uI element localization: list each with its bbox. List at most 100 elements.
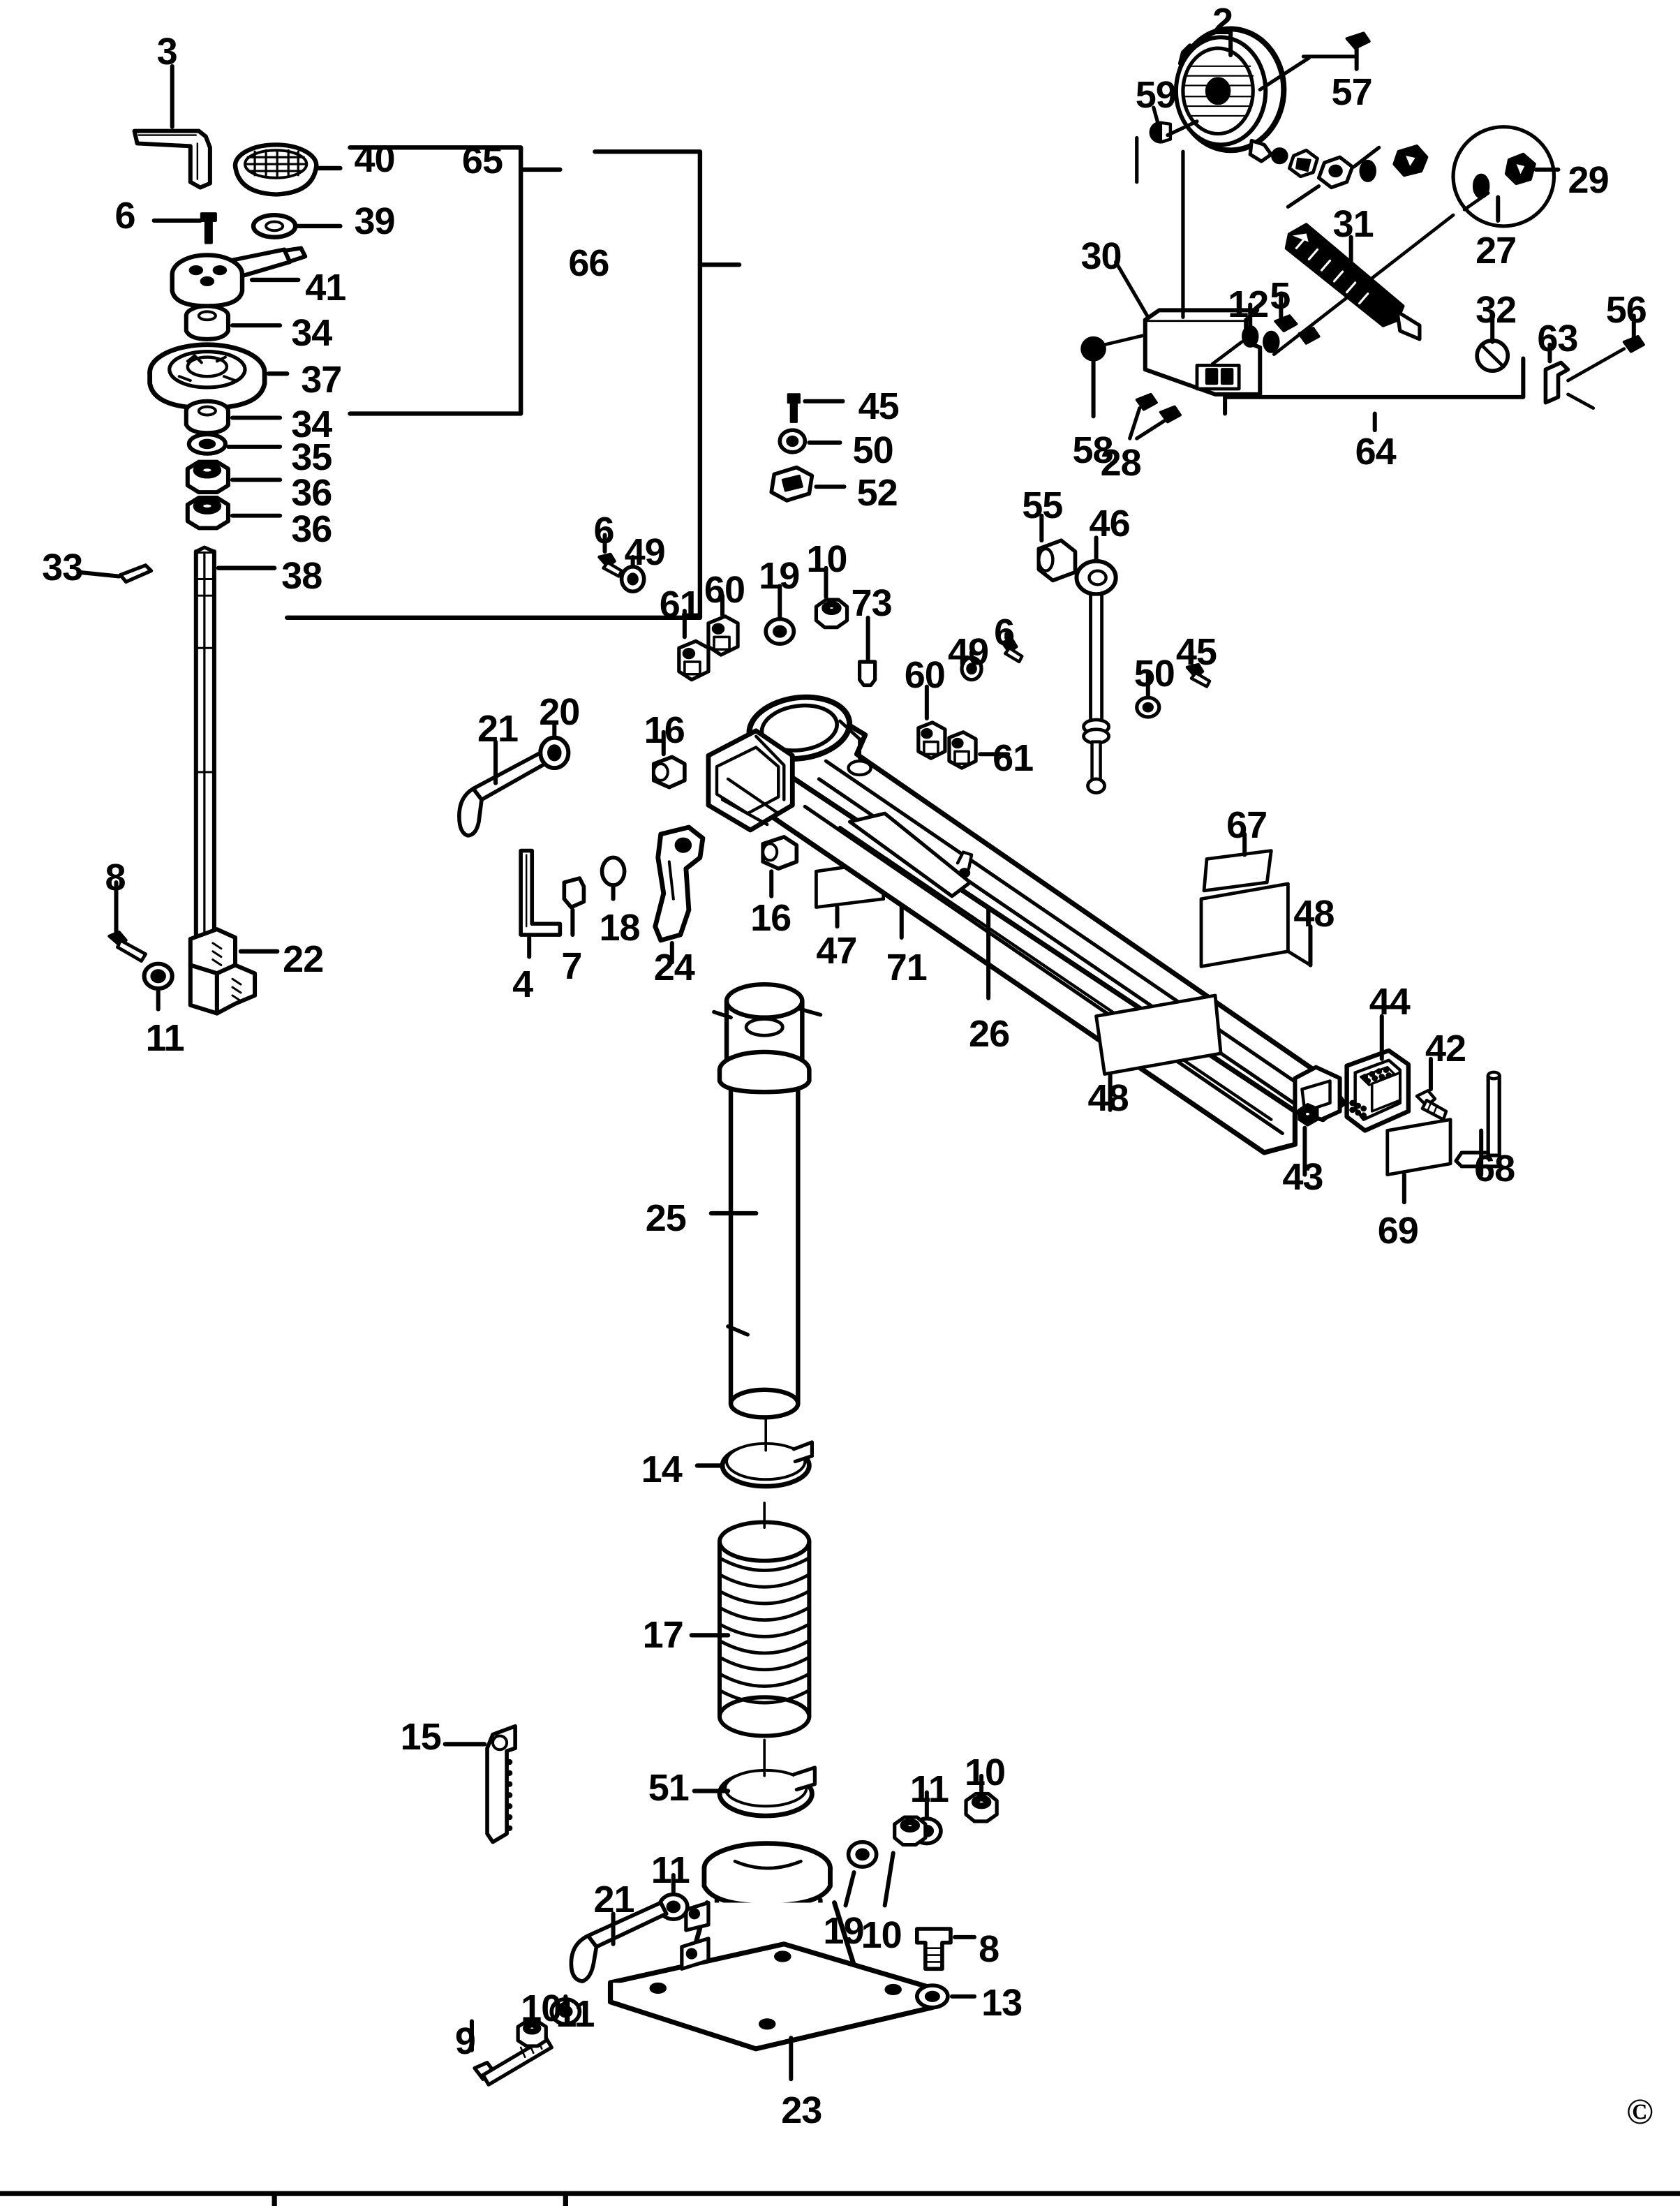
callout-55: 55 [1022, 484, 1063, 527]
callout-16: 16 [750, 896, 791, 939]
part-40-knob-cap [232, 142, 319, 197]
bracket-66 [284, 149, 742, 620]
part-36-nut-lower [185, 496, 230, 531]
part-27-29-detail-circle [1451, 125, 1556, 228]
callout-66: 66 [568, 242, 609, 284]
callout-31: 31 [1332, 203, 1374, 246]
part-55-spacer [1036, 538, 1078, 583]
callout-18: 18 [599, 906, 640, 949]
callout-46: 46 [1089, 502, 1131, 545]
callout-45: 45 [858, 385, 900, 427]
callout-5: 5 [1270, 274, 1291, 317]
callout-49: 49 [947, 630, 989, 673]
callout-58: 58 [1072, 429, 1113, 472]
part-50-washer-a [778, 428, 808, 454]
part-16-bushing-a [651, 755, 687, 790]
callout-28: 28 [1100, 441, 1142, 484]
bracket-64 [1223, 356, 1526, 433]
callout-6: 6 [994, 611, 1015, 653]
callout-61: 61 [993, 736, 1034, 779]
callout-2: 2 [1212, 0, 1233, 43]
callout-19: 19 [823, 1910, 864, 1953]
part-45-screw-a [787, 393, 801, 423]
callout-50: 50 [1133, 653, 1175, 695]
part-58-washer [1080, 336, 1106, 362]
part-2-motor-pulley [1173, 26, 1355, 190]
callout-7: 7 [561, 945, 582, 987]
part-25-column [712, 982, 823, 1420]
callout-16: 16 [644, 709, 685, 752]
part-6-screw [200, 212, 217, 244]
part-6-screw-c [1000, 638, 1024, 664]
part-57-pin [1345, 31, 1371, 71]
callout-15: 15 [400, 1715, 442, 1758]
part-11-washer-left [142, 961, 174, 991]
bracket-65 [348, 145, 563, 416]
part-34-bushing-lower [184, 399, 230, 436]
callout-34: 34 [291, 403, 332, 445]
callout-27: 27 [1475, 229, 1517, 272]
part-4-l-key [519, 848, 563, 937]
part-68-hex-key [1454, 1070, 1501, 1169]
callout-45: 45 [1175, 630, 1217, 673]
callout-17: 17 [642, 1613, 684, 1656]
part-36-nut-upper [185, 459, 230, 495]
callout-38: 38 [281, 554, 322, 597]
callout-21: 21 [477, 708, 519, 750]
part-23-base [607, 1841, 935, 2052]
callout-52: 52 [856, 472, 898, 515]
callout-14: 14 [641, 1448, 683, 1490]
callout-6: 6 [593, 509, 614, 552]
callout-48: 48 [1293, 892, 1335, 935]
callout-29: 29 [1568, 159, 1610, 202]
callout-47: 47 [816, 930, 857, 972]
callout-23: 23 [781, 2089, 822, 2132]
callout-10: 10 [521, 1987, 562, 2029]
part-73-plunger [857, 660, 877, 688]
part-17-bellows [717, 1520, 812, 1738]
callout-11: 11 [145, 1016, 185, 1059]
part-3-hex-key [132, 128, 212, 190]
part-51-clamp-ring [717, 1765, 817, 1819]
callout-41: 41 [305, 267, 346, 309]
callout-36: 36 [291, 472, 332, 515]
part-30-mounting-plate [1143, 308, 1263, 397]
part-52-clip [769, 465, 815, 503]
callout-12: 12 [1228, 283, 1269, 325]
callout-6: 6 [114, 195, 135, 237]
callout-51: 51 [648, 1766, 690, 1809]
callout-32: 32 [1475, 288, 1517, 331]
callout-64: 64 [1355, 431, 1397, 473]
part-50-washer-b [1135, 695, 1161, 719]
callout-30: 30 [1080, 235, 1122, 277]
part-6-screw-b [597, 552, 623, 578]
callout-60: 60 [704, 568, 745, 611]
part-61-clip-a [677, 639, 711, 682]
callout-61: 61 [659, 584, 701, 626]
callout-56: 56 [1605, 288, 1647, 331]
part-13-washer [915, 1983, 950, 2010]
part-37-bearing [147, 342, 267, 410]
part-63-clip [1543, 360, 1570, 405]
callout-37: 37 [301, 359, 342, 401]
callout-39: 39 [354, 200, 395, 243]
callout-57: 57 [1331, 71, 1373, 113]
callout-9: 9 [454, 2020, 476, 2063]
callout-65: 65 [461, 140, 503, 182]
part-60-clip-a [706, 614, 740, 657]
callout-42: 42 [1425, 1028, 1466, 1070]
part-60-clip-b [916, 720, 947, 760]
callout-22: 22 [283, 938, 324, 980]
part-48-label-a [1199, 882, 1290, 968]
part-5-screw [1263, 314, 1298, 353]
part-48-label-b [1094, 993, 1223, 1076]
callout-11: 11 [556, 1992, 595, 2035]
callout-40: 40 [354, 138, 395, 181]
callout-4: 4 [512, 963, 533, 1005]
callout-68: 68 [1474, 1148, 1515, 1190]
callout-44: 44 [1369, 981, 1411, 1023]
copyright-icon: © [1626, 2092, 1653, 2132]
part-69-label [1385, 1118, 1452, 1177]
part-41-clamp-handle [170, 246, 308, 309]
